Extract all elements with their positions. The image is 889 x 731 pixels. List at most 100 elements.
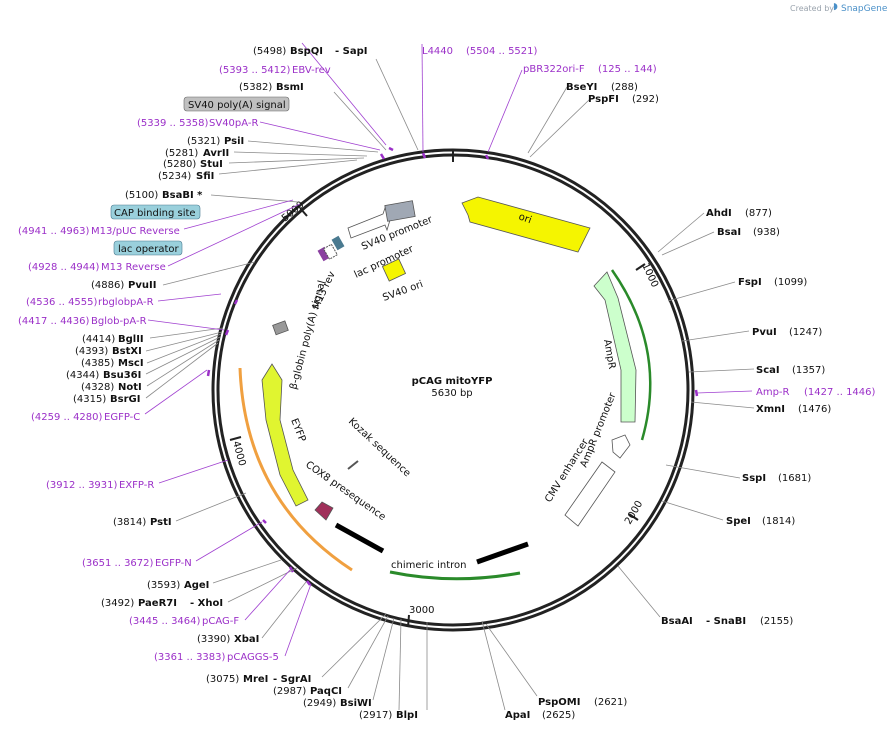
site-pvuii[interactable]: PvuII bbox=[128, 280, 156, 291]
site-bsiwi[interactable]: BsiWI bbox=[340, 698, 372, 709]
site-snabi[interactable]: - SnaBI bbox=[706, 616, 746, 627]
lac-operator-box-label: lac operator bbox=[118, 244, 179, 255]
site-xhoi[interactable]: - XhoI bbox=[190, 598, 223, 609]
ori-feature bbox=[461, 196, 591, 253]
plasmid-name: pCAG mitoYFP bbox=[412, 376, 493, 387]
site-position: (2621) bbox=[594, 697, 627, 708]
site-position: (1681) bbox=[778, 473, 811, 484]
site-position: (5100) bbox=[125, 190, 158, 201]
site-spei[interactable]: SpeI bbox=[726, 516, 751, 527]
site-scai[interactable]: ScaI bbox=[756, 365, 780, 376]
site-ahdi[interactable]: AhdI bbox=[706, 208, 732, 219]
site-sgrai[interactable]: - SgrAI bbox=[273, 674, 311, 685]
site-bsu36i[interactable]: Bsu36I bbox=[103, 370, 141, 381]
tick-marks bbox=[229, 150, 646, 628]
leader-lines bbox=[144, 42, 755, 711]
primer-egfp-n[interactable]: EGFP-N bbox=[155, 558, 192, 569]
primer-sv40pa-r[interactable]: SV40pA-R bbox=[209, 118, 258, 129]
kozak-label: Kozak sequence bbox=[346, 416, 413, 479]
site-pspomi[interactable]: PspOMI bbox=[538, 697, 580, 708]
site-sspi[interactable]: SspI bbox=[742, 473, 766, 484]
sv40-ori-feature bbox=[381, 258, 407, 282]
primer-pcag-f[interactable]: pCAG-F bbox=[202, 616, 239, 627]
cox8-label: COX8 presequence bbox=[303, 459, 387, 523]
site-bstxi[interactable]: BstXI bbox=[112, 346, 142, 357]
site-position: (2155) bbox=[760, 616, 793, 627]
site-position: (3390) bbox=[197, 634, 230, 645]
site-sfii[interactable]: SfiI bbox=[196, 171, 214, 182]
site-bseyi[interactable]: BseYI bbox=[566, 82, 597, 93]
site-xbai[interactable]: XbaI bbox=[234, 634, 259, 645]
site-mrei[interactable]: MreI bbox=[243, 674, 268, 685]
site-position: (4344) bbox=[66, 370, 99, 381]
ampr-label: AmpR bbox=[601, 339, 617, 370]
tick-label: 2000 bbox=[623, 499, 645, 527]
intron-feature bbox=[476, 541, 529, 565]
primer-rbglobpa-r[interactable]: rbglobpA-R bbox=[98, 297, 154, 308]
site-bsai[interactable]: BsaI bbox=[717, 227, 741, 238]
site-bspqi[interactable]: BspQI bbox=[290, 46, 323, 57]
site-position: (4315) bbox=[73, 394, 106, 405]
tick-label: 4000 bbox=[230, 440, 247, 467]
site-position: (5281) bbox=[165, 148, 198, 159]
primer-exfp-r[interactable]: EXFP-R bbox=[119, 480, 154, 491]
primer-ebv-rev[interactable]: EBV-rev bbox=[292, 65, 331, 76]
eyfp-label: EYFP bbox=[288, 417, 307, 444]
site-noti[interactable]: NotI bbox=[118, 382, 142, 393]
site-avrii[interactable]: AvrII bbox=[203, 148, 229, 159]
site-pvui[interactable]: PvuI bbox=[752, 327, 777, 338]
site-sapi[interactable]: - SapI bbox=[335, 46, 367, 57]
lac-operator-box bbox=[113, 240, 183, 256]
primer-position: (4417 .. 4436) bbox=[18, 316, 90, 327]
intron-label: chimeric intron bbox=[391, 560, 466, 571]
primer-pcaggs-5[interactable]: pCAGGS-5 bbox=[227, 652, 279, 663]
site-apai[interactable]: ApaI bbox=[505, 710, 530, 721]
site-paer7i[interactable]: PaeR7I bbox=[138, 598, 177, 609]
primer-marks bbox=[206, 146, 699, 586]
site-position: (5498) bbox=[253, 46, 286, 57]
cap-binding-box bbox=[110, 204, 201, 220]
site-position: (3593) bbox=[147, 580, 180, 591]
site-position: (292) bbox=[632, 94, 659, 105]
primer-position: (3445 .. 3464) bbox=[129, 616, 201, 627]
site-xmni[interactable]: XmnI bbox=[756, 404, 785, 415]
site-blpi[interactable]: BlpI bbox=[396, 710, 418, 721]
ori-label: ori bbox=[517, 211, 533, 226]
site-agei[interactable]: AgeI bbox=[184, 580, 209, 591]
primer-pbr322ori-f[interactable]: pBR322ori-F bbox=[523, 64, 585, 75]
site-position: (1357) bbox=[792, 365, 825, 376]
primer-bglob-pa-r[interactable]: Bglob-pA-R bbox=[91, 316, 147, 327]
site-stui[interactable]: StuI bbox=[200, 159, 223, 170]
primer-l4440[interactable]: L4440 bbox=[422, 46, 453, 57]
site-fspi[interactable]: FspI bbox=[738, 277, 762, 288]
primer-position: (4259 .. 4280) bbox=[31, 412, 103, 423]
site-position: (4414) bbox=[82, 334, 115, 345]
site-bsrgi[interactable]: BsrGI bbox=[110, 394, 140, 405]
primer-position: (125 .. 144) bbox=[598, 64, 657, 75]
site-bsabi[interactable]: BsaBI * bbox=[162, 190, 203, 201]
site-psii[interactable]: PsiI bbox=[224, 136, 244, 147]
primer-position: (4928 .. 4944) bbox=[28, 262, 100, 273]
cox8-feature bbox=[314, 501, 334, 521]
ampr-promoter-label: AmpR promoter bbox=[579, 391, 619, 470]
primer-amp-r[interactable]: Amp-R bbox=[756, 387, 790, 398]
site-msci[interactable]: MscI bbox=[118, 358, 144, 369]
primer-m13-puc-reverse[interactable]: M13/pUC Reverse bbox=[91, 226, 180, 237]
site-position: (5280) bbox=[163, 159, 196, 170]
site-bglii[interactable]: BglII bbox=[118, 334, 144, 345]
site-pspfi[interactable]: PspFI bbox=[588, 94, 619, 105]
site-bsmi[interactable]: BsmI bbox=[276, 82, 304, 93]
sv40-polya-box bbox=[183, 96, 290, 112]
primer-m13-reverse[interactable]: M13 Reverse bbox=[101, 262, 166, 273]
site-paqci[interactable]: PaqCI bbox=[310, 686, 342, 697]
sv40-polya-box-label: SV40 poly(A) signal bbox=[188, 100, 286, 111]
site-position: (4393) bbox=[75, 346, 108, 357]
site-bsaai[interactable]: BsaAI bbox=[661, 616, 693, 627]
primer-position: (5504 .. 5521) bbox=[466, 46, 538, 57]
primer-position: (3912 .. 3931) bbox=[46, 480, 118, 491]
site-psti[interactable]: PstI bbox=[150, 517, 172, 528]
ampr-feature bbox=[593, 271, 637, 423]
primer-egfp-c[interactable]: EGFP-C bbox=[104, 412, 140, 423]
primer-position: (5339 .. 5358) bbox=[137, 118, 209, 129]
